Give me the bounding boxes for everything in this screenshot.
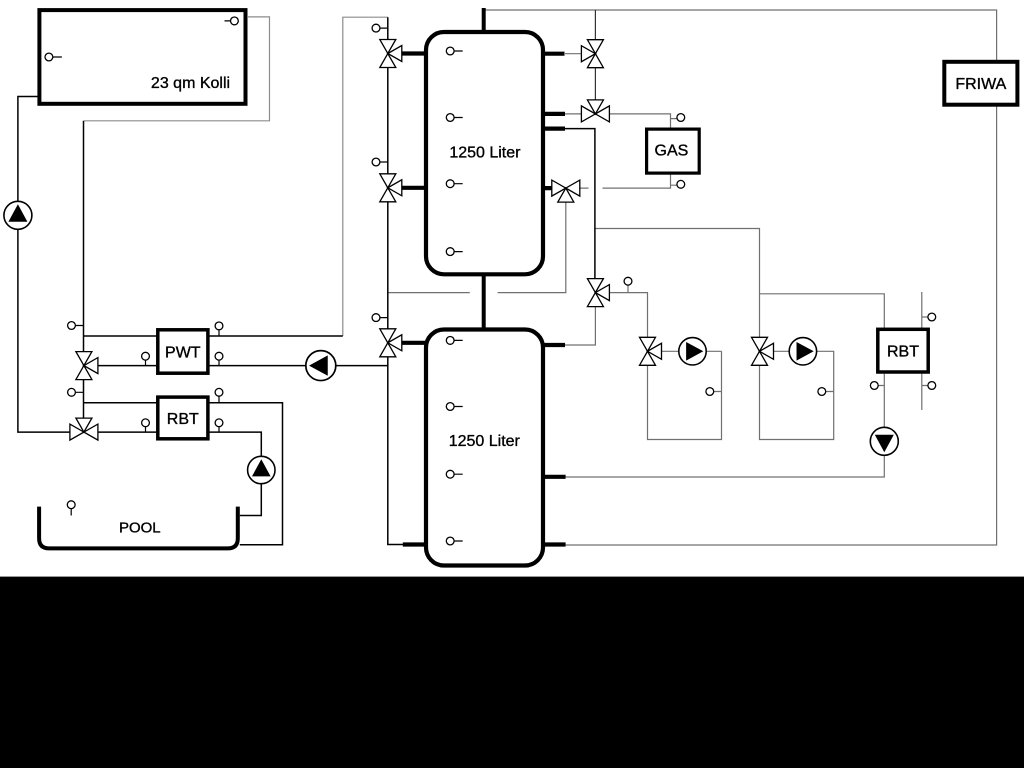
svg-text:RBT: RBT: [167, 411, 199, 428]
svg-text:RBT: RBT: [887, 343, 919, 360]
svg-text:GAS: GAS: [655, 143, 689, 160]
svg-text:FRIWA: FRIWA: [955, 76, 1006, 93]
svg-text:POOL: POOL: [119, 520, 161, 537]
svg-text:1250 Liter: 1250 Liter: [449, 145, 521, 162]
svg-text:1250 Liter: 1250 Liter: [449, 433, 521, 450]
svg-text:23 qm Kolli: 23 qm Kolli: [151, 75, 230, 92]
svg-text:PWT: PWT: [165, 344, 201, 361]
